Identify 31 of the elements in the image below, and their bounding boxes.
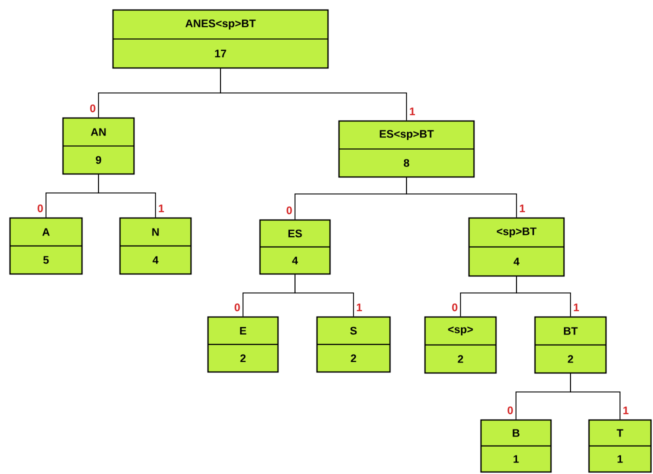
edge-label: 0 — [450, 302, 459, 312]
tree-node-box: AN 9 — [62, 117, 135, 175]
tree-connector — [516, 276, 571, 317]
edge-label: 1 — [157, 204, 166, 214]
edge-label: 1 — [518, 204, 526, 214]
edge-label: 0 — [233, 302, 242, 312]
tree-node-box: ES<sp>BT 8 — [338, 120, 475, 178]
edge-label: 0 — [88, 103, 97, 114]
tree-connector — [98, 174, 156, 218]
edge-label: 0 — [36, 203, 44, 214]
tree-node-box: A 5 — [9, 217, 83, 275]
tree-node-box: T 1 — [588, 419, 652, 473]
tree-node-box: ES 4 — [259, 219, 331, 275]
tree-node-box: <sp>BT 4 — [468, 217, 565, 277]
edge-label: 1 — [572, 302, 580, 312]
tree-connector — [294, 274, 354, 317]
tree-node-box: S 2 — [316, 316, 391, 373]
edge-label: 0 — [285, 205, 294, 216]
edge-label: 1 — [408, 106, 416, 116]
tree-node-box: ANES<sp>BT 17 — [112, 9, 329, 69]
tree-connector — [570, 373, 620, 420]
tree-node-box: N 4 — [119, 217, 192, 275]
tree-node-box: BT 2 — [534, 316, 607, 374]
tree-node-box: <sp> 2 — [424, 316, 497, 374]
tree-node-box: B 1 — [480, 419, 552, 473]
edge-label: 0 — [506, 405, 514, 416]
edge-label: 1 — [355, 302, 364, 312]
tree-node-box: E 2 — [207, 316, 279, 373]
tree-connector — [406, 177, 517, 218]
edge-label: 1 — [622, 406, 630, 416]
tree-connector — [220, 68, 407, 121]
